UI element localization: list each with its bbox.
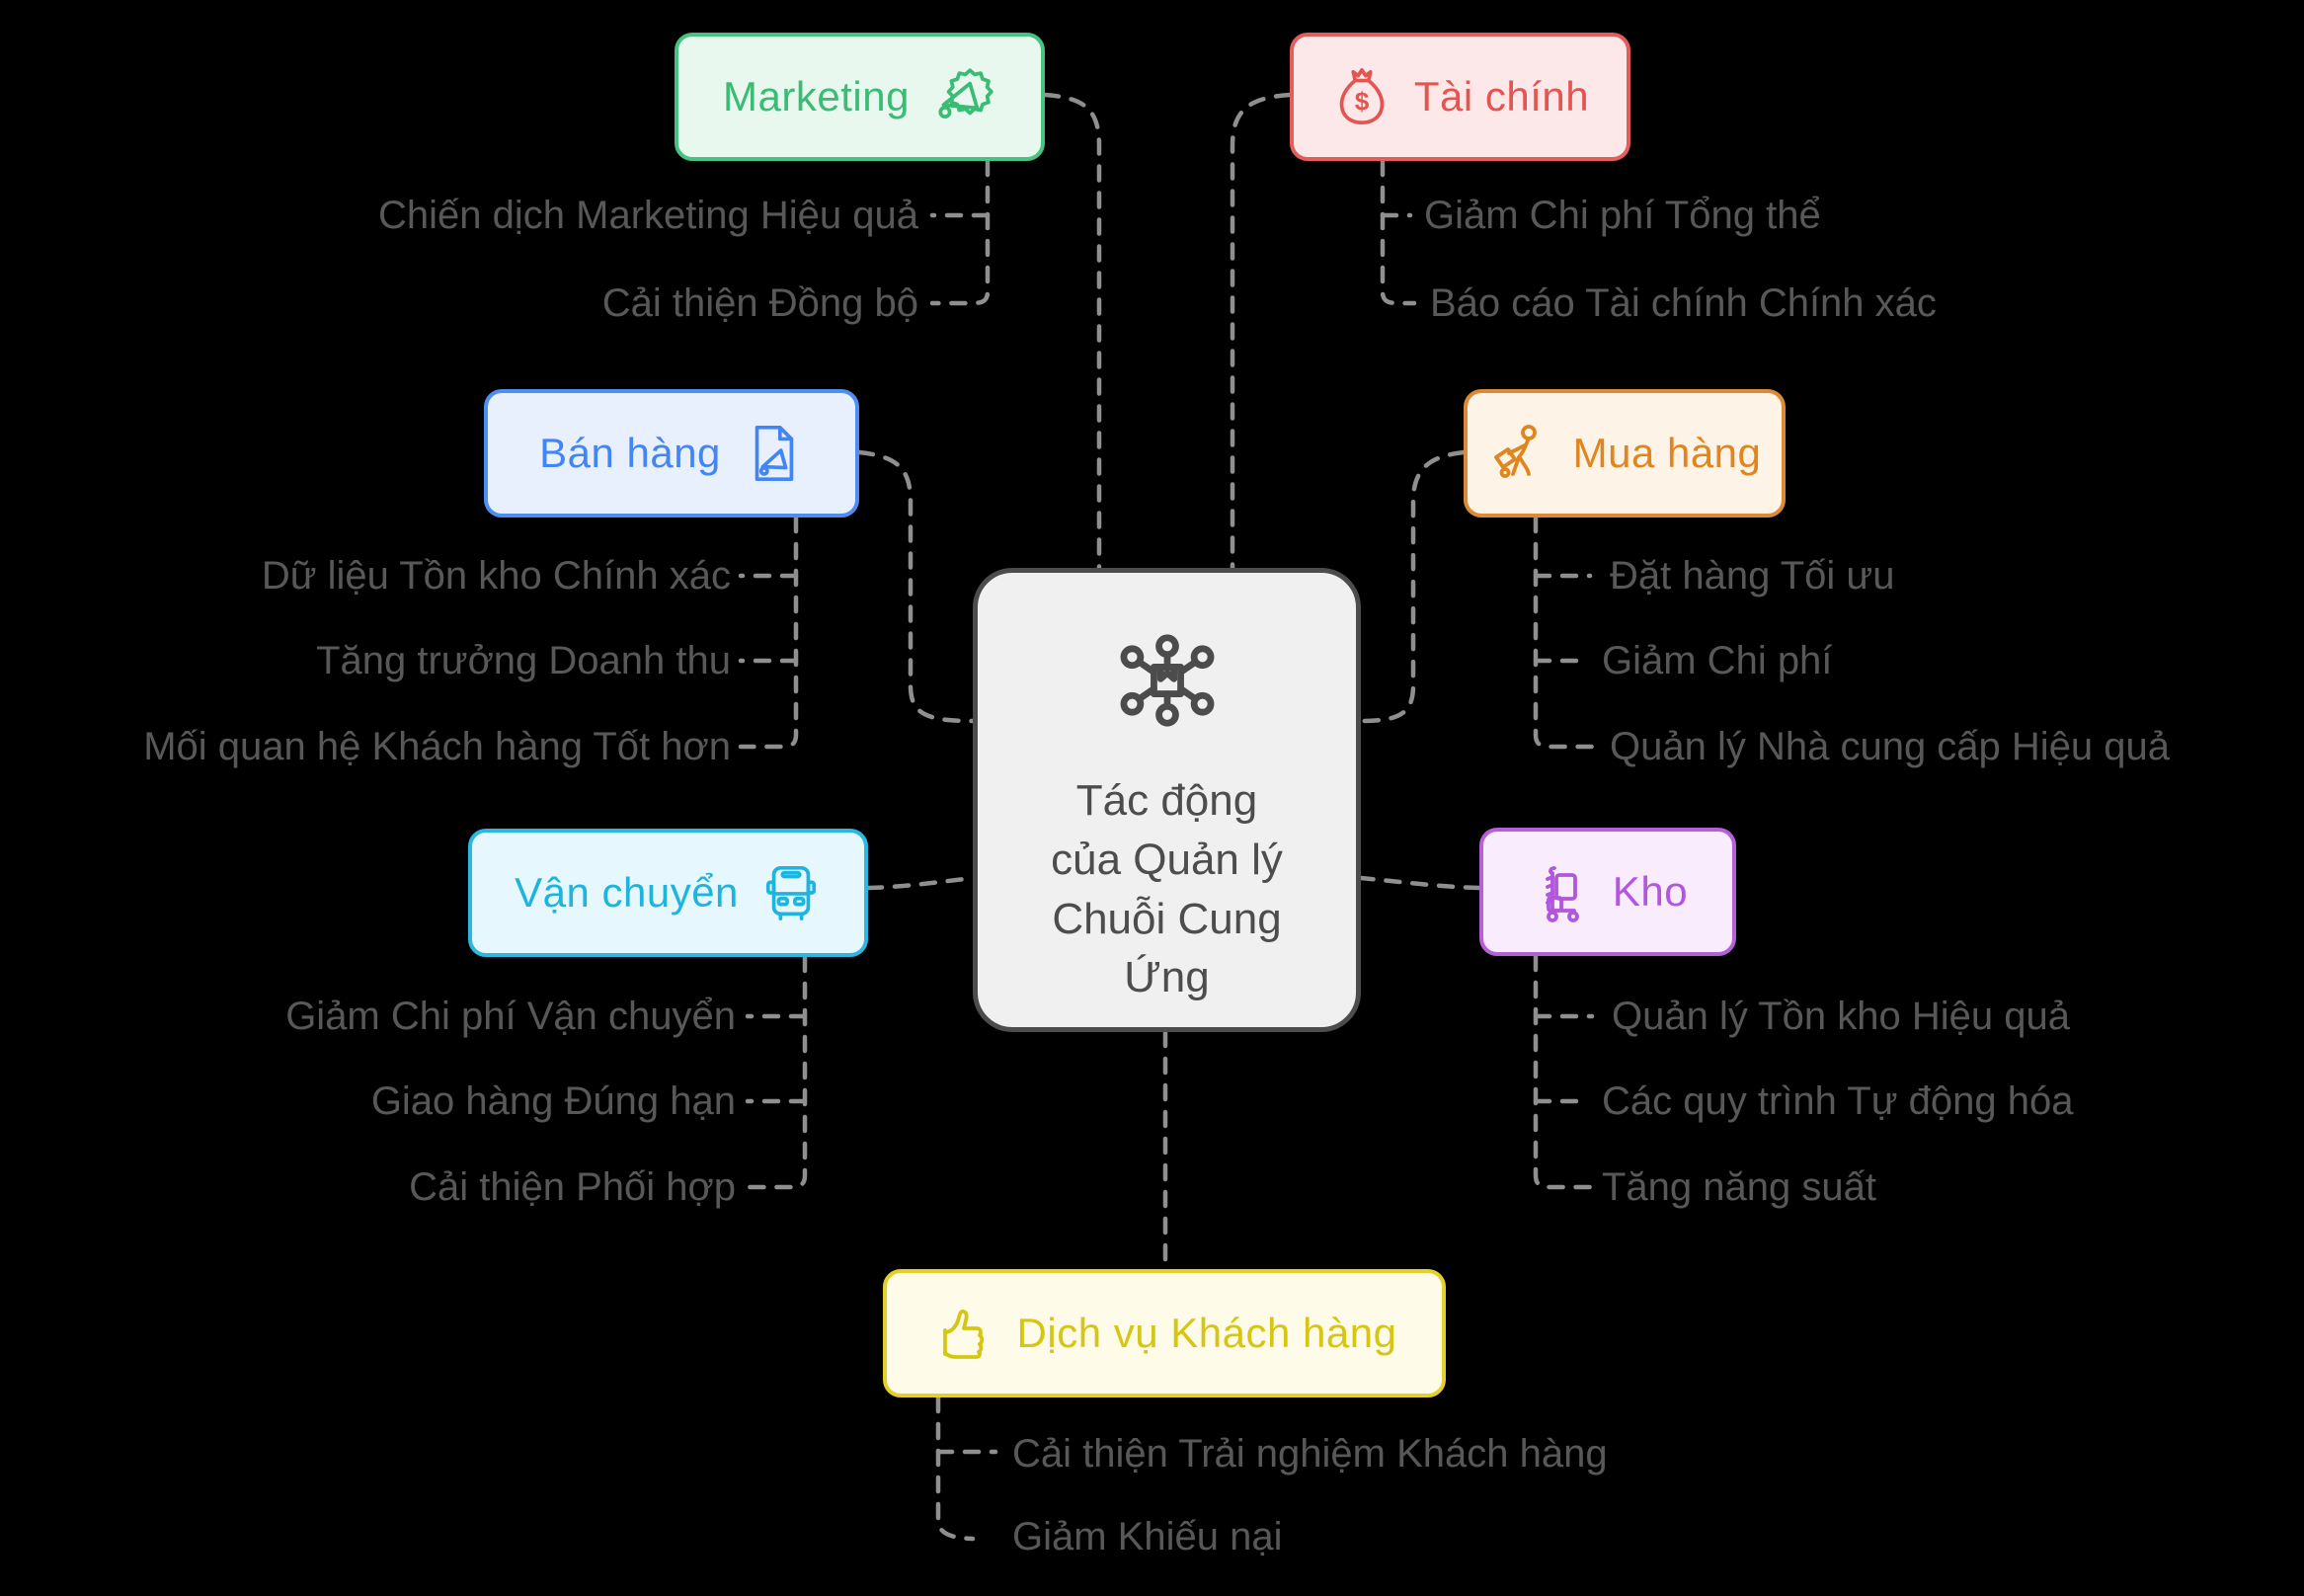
leaf-label: Báo cáo Tài chính Chính xác xyxy=(1430,281,1937,325)
trunk-marketing xyxy=(929,158,991,306)
hand-truck-icon xyxy=(1528,860,1591,923)
money-bag-icon: $ xyxy=(1331,66,1392,127)
leaf-label: Cải thiện Trải nghiệm Khách hàng xyxy=(1012,1432,1608,1476)
leaf-label: Dữ liệu Tồn kho Chính xác xyxy=(261,554,731,598)
center-node: Tác động của Quản lý Chuỗi Cung Ứng xyxy=(973,568,1361,1032)
trunk-muahang xyxy=(1533,515,1595,750)
branch-node-kho: Kho xyxy=(1479,828,1736,956)
branch-label-mua-hang: Mua hàng xyxy=(1572,430,1762,476)
leaf-label: Tăng trưởng Doanh thu xyxy=(316,639,731,682)
trunk-kho xyxy=(1533,953,1593,1190)
trunk-banhang xyxy=(738,515,799,750)
branch-label-marketing: Marketing xyxy=(723,73,910,120)
branch-label-van-chuyen: Vận chuyển xyxy=(515,869,739,916)
megaphone-seal-icon xyxy=(931,64,996,129)
branch-node-marketing: Marketing xyxy=(675,33,1045,161)
branch-label-dich-vu-khach-hang: Dịch vụ Khách hàng xyxy=(1016,1310,1397,1356)
branch-node-dich-vu-khach-hang: Dịch vụ Khách hàng xyxy=(883,1269,1446,1397)
leaf-label: Các quy trình Tự động hóa xyxy=(1602,1079,2074,1123)
branch-node-van-chuyen: Vận chuyển xyxy=(468,829,868,957)
leaf-label: Mối quan hệ Khách hàng Tốt hơn xyxy=(143,725,731,768)
leaf-label: Quản lý Tồn kho Hiệu quả xyxy=(1612,995,2071,1038)
leaf-label: Giảm Khiếu nại xyxy=(1012,1515,1283,1558)
center-title: Tác động của Quản lý Chuỗi Cung Ứng xyxy=(1051,776,1283,1002)
bus-icon xyxy=(760,862,822,923)
sales-announcement-icon xyxy=(743,423,804,484)
supply-network-icon xyxy=(1107,620,1228,746)
link-banhang-center xyxy=(856,449,976,724)
link-taichinh-center xyxy=(1230,92,1293,571)
branch-label-ban-hang: Bán hàng xyxy=(539,430,721,476)
trunk-vanchuyen xyxy=(745,954,808,1190)
svg-text:$: $ xyxy=(1355,87,1370,117)
leaf-label: Quản lý Nhà cung cấp Hiệu quả xyxy=(1610,725,2171,768)
thumbs-up-icon xyxy=(932,1302,995,1365)
leaf-label: Chiến dịch Marketing Hiệu quả xyxy=(378,194,918,237)
link-marketing-center xyxy=(1042,92,1102,571)
leaf-label: Giảm Chi phí Tổng thể xyxy=(1424,194,1821,237)
trunk-taichinh xyxy=(1380,158,1417,306)
leaf-label: Đặt hàng Tối ưu xyxy=(1610,554,1895,598)
link-vanchuyen-center xyxy=(865,875,976,891)
leaf-label: Tăng năng suất xyxy=(1602,1165,1876,1209)
leaf-label: Giảm Chi phí xyxy=(1602,639,1833,682)
leaf-label: Giảm Chi phí Vận chuyển xyxy=(285,995,736,1038)
leaf-label: Cải thiện Phối hợp xyxy=(409,1165,736,1209)
link-muahang-center xyxy=(1358,449,1467,724)
branch-node-ban-hang: Bán hàng xyxy=(484,389,859,518)
branch-node-tai-chinh: $ Tài chính xyxy=(1290,33,1630,161)
buyer-cart-icon xyxy=(1488,422,1551,485)
trunk-dichvu xyxy=(935,1395,976,1542)
branch-node-mua-hang: Mua hàng xyxy=(1464,389,1786,518)
link-kho-center xyxy=(1358,875,1482,891)
leaf-label: Cải thiện Đồng bộ xyxy=(601,281,918,325)
branch-label-tai-chinh: Tài chính xyxy=(1413,73,1590,120)
leaf-label: Giao hàng Đúng hạn xyxy=(370,1079,736,1123)
branch-label-kho: Kho xyxy=(1612,868,1689,915)
